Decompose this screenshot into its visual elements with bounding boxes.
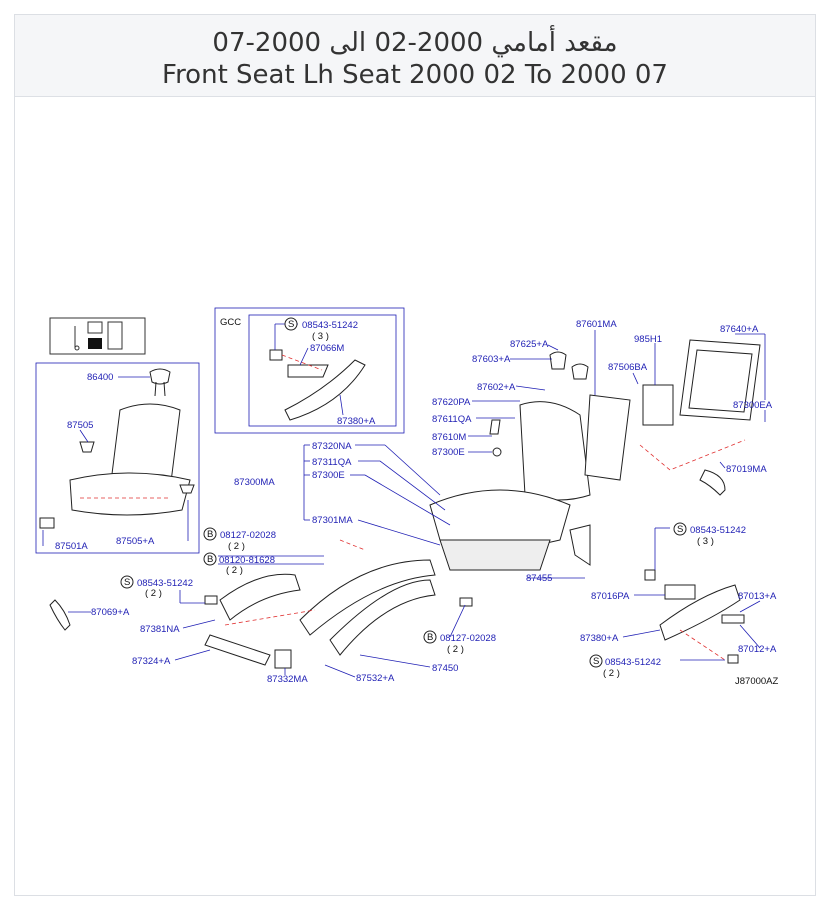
marker-s-gcc-letter: S [288,319,294,330]
label-08543-bottom: 08543-51242 [605,657,661,668]
label-qty-08543-bottom: ( 2 ) [603,668,620,679]
title-english: Front Seat Lh Seat 2000 02 To 2000 07 [162,60,668,90]
label-87380a-bot: 87380+A [580,633,619,644]
main-seat-drawing [429,339,761,571]
label-08543-gcc: 08543-51242 [302,320,358,331]
label-87532a: 87532+A [356,673,395,684]
label-87611qa: 87611QA [432,414,472,425]
marker-circles: S B B S B S S [120,317,687,668]
label-87625a: 87625+A [510,339,549,350]
label-87603a: 87603+A [472,354,511,365]
marker-b-b-letter: B [207,554,213,565]
label-87505: 87505 [67,420,93,431]
marker-s-left [120,575,134,589]
gcc-label: GCC [220,317,241,328]
label-87332ma: 87332MA [267,674,308,685]
label-87300ma: 87300MA [234,477,275,488]
label-87324a: 87324+A [132,656,171,667]
marker-b-a [203,527,217,541]
marker-s-bottom-letter: S [593,656,599,667]
label-87311qa: 87311QA [312,457,352,468]
leader-lines [42,323,766,678]
marker-b-b [203,552,217,566]
part-labels: 86400 87505 87501A 87505+A 08543-51242 (… [55,319,779,687]
marker-b-a-letter: B [207,529,213,540]
label-87501a: 87501A [55,541,88,552]
label-87013a: 87013+A [738,591,777,602]
gcc-box [214,307,405,434]
label-08120: 08120-81628 [219,555,275,566]
label-87380a-top: 87380+A [337,416,376,427]
label-08543-left: 08543-51242 [137,578,193,589]
marker-s-bottom [589,654,603,668]
label-87069a: 87069+A [91,607,130,618]
label-87016pa: 87016PA [591,591,630,602]
title-arabic: مقعد أمامي 2000-02 الى 2000-07 [212,28,618,58]
label-qty-08120: ( 2 ) [226,565,243,576]
label-08127-a: 08127-02028 [220,530,276,541]
label-87640a: 87640+A [720,324,759,335]
gcc-parts-drawing [269,349,366,421]
label-qty-08127-a: ( 2 ) [228,541,245,552]
label-87066m: 87066M [310,343,344,354]
label-87505a: 87505+A [116,536,155,547]
label-86400: 86400 [87,372,113,383]
armrest-drawing [644,569,745,664]
marker-s-left-letter: S [124,577,130,588]
diagram-code: J87000AZ [735,676,779,687]
marker-s-right-letter: S [677,524,683,535]
marker-s-right [673,522,687,536]
page-header: مقعد أمامي 2000-02 الى 2000-07 Front Sea… [15,15,815,97]
label-87301ma: 87301MA [312,515,353,526]
label-qty-08127-b: ( 2 ) [447,644,464,655]
label-qty-08543-right: ( 3 ) [697,536,714,547]
seat-assembly-box [35,362,200,554]
label-87506ba: 87506BA [608,362,648,373]
label-87300ea: 87300EA [733,400,773,411]
gcc-inner-box [248,314,397,427]
marker-b-c-letter: B [427,632,433,643]
seat-rail-drawing [49,539,473,669]
marker-b-c [423,630,437,644]
marker-s-gcc [284,317,298,331]
label-08543-right: 08543-51242 [690,525,746,536]
label-87012a: 87012+A [738,644,777,655]
seat-legend-icon [49,317,146,355]
label-87455: 87455 [526,573,552,584]
label-87300e-2: 87300E [432,447,465,458]
small-seat-drawing [39,368,195,529]
label-87610m: 87610M [432,432,466,443]
label-87602a: 87602+A [477,382,516,393]
label-87601ma: 87601MA [576,319,617,330]
label-qty-gcc: ( 3 ) [312,331,329,342]
label-87320na: 87320NA [312,441,352,452]
label-87450: 87450 [432,663,458,674]
label-08127-b: 08127-02028 [440,633,496,644]
label-87381na: 87381NA [140,624,180,635]
label-qty-08543-left: ( 2 ) [145,588,162,599]
label-87300e: 87300E [312,470,345,481]
label-87019ma: 87019MA [726,464,767,475]
label-985h1: 985H1 [634,334,662,345]
label-87620pa: 87620PA [432,397,471,408]
